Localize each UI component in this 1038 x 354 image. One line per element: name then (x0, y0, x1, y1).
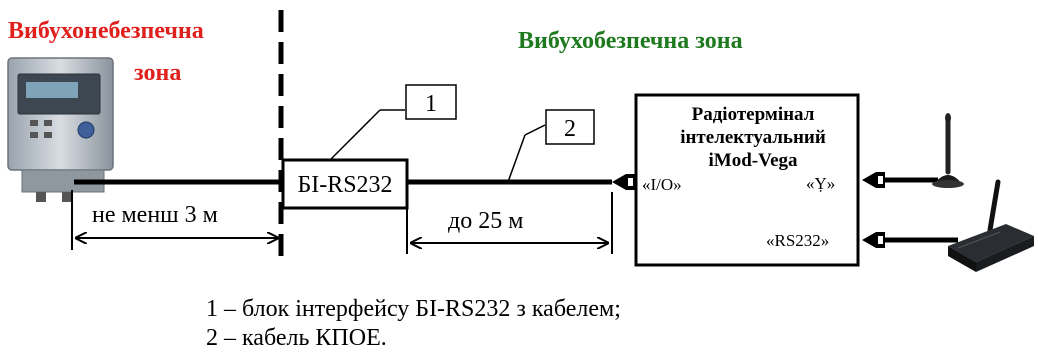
hazard-zone-label-line2: зона (134, 60, 181, 86)
radio-terminal-box (634, 93, 860, 267)
callout-2-number: 2 (564, 116, 576, 142)
terminal-title-line1: Радіотермінал (692, 104, 815, 125)
hazard-zone-label-line1: Вибухонебезпечна (8, 18, 204, 44)
min-distance-label: не менш 3 м (92, 202, 218, 228)
callout-1-number: 1 (425, 91, 437, 117)
max-distance-label: до 25 м (448, 208, 523, 234)
antenna-image (932, 113, 964, 188)
antenna-connector-icon (862, 172, 885, 188)
terminal-title-line2: інтелектуальний (680, 127, 826, 148)
interface-block (281, 158, 409, 210)
callout-2-box (545, 109, 595, 145)
io-connector-icon (612, 174, 635, 190)
callout-2-leader (507, 134, 526, 183)
port-io-label: «I/O» (642, 175, 682, 194)
field-device-image (7, 57, 114, 202)
legend-item-1: 1 – блок інтерфейсу БІ-RS232 з кабелем; (206, 296, 621, 322)
port-antenna-label: «Ỵ» (806, 174, 835, 193)
legend-item-2: 2 – кабель КПОЕ. (206, 325, 387, 351)
callout-1-box (405, 84, 457, 120)
callout-1-leader (329, 109, 381, 161)
port-rs232-label: «RS232» (766, 231, 829, 250)
router-image (948, 179, 1034, 272)
interface-block-label: БІ-RS232 (297, 172, 392, 198)
terminal-title-line3: iMod-Vega (708, 150, 798, 171)
rs232-connector-icon (862, 232, 885, 248)
safe-zone-label: Вибухобезпечна зона (518, 28, 743, 54)
